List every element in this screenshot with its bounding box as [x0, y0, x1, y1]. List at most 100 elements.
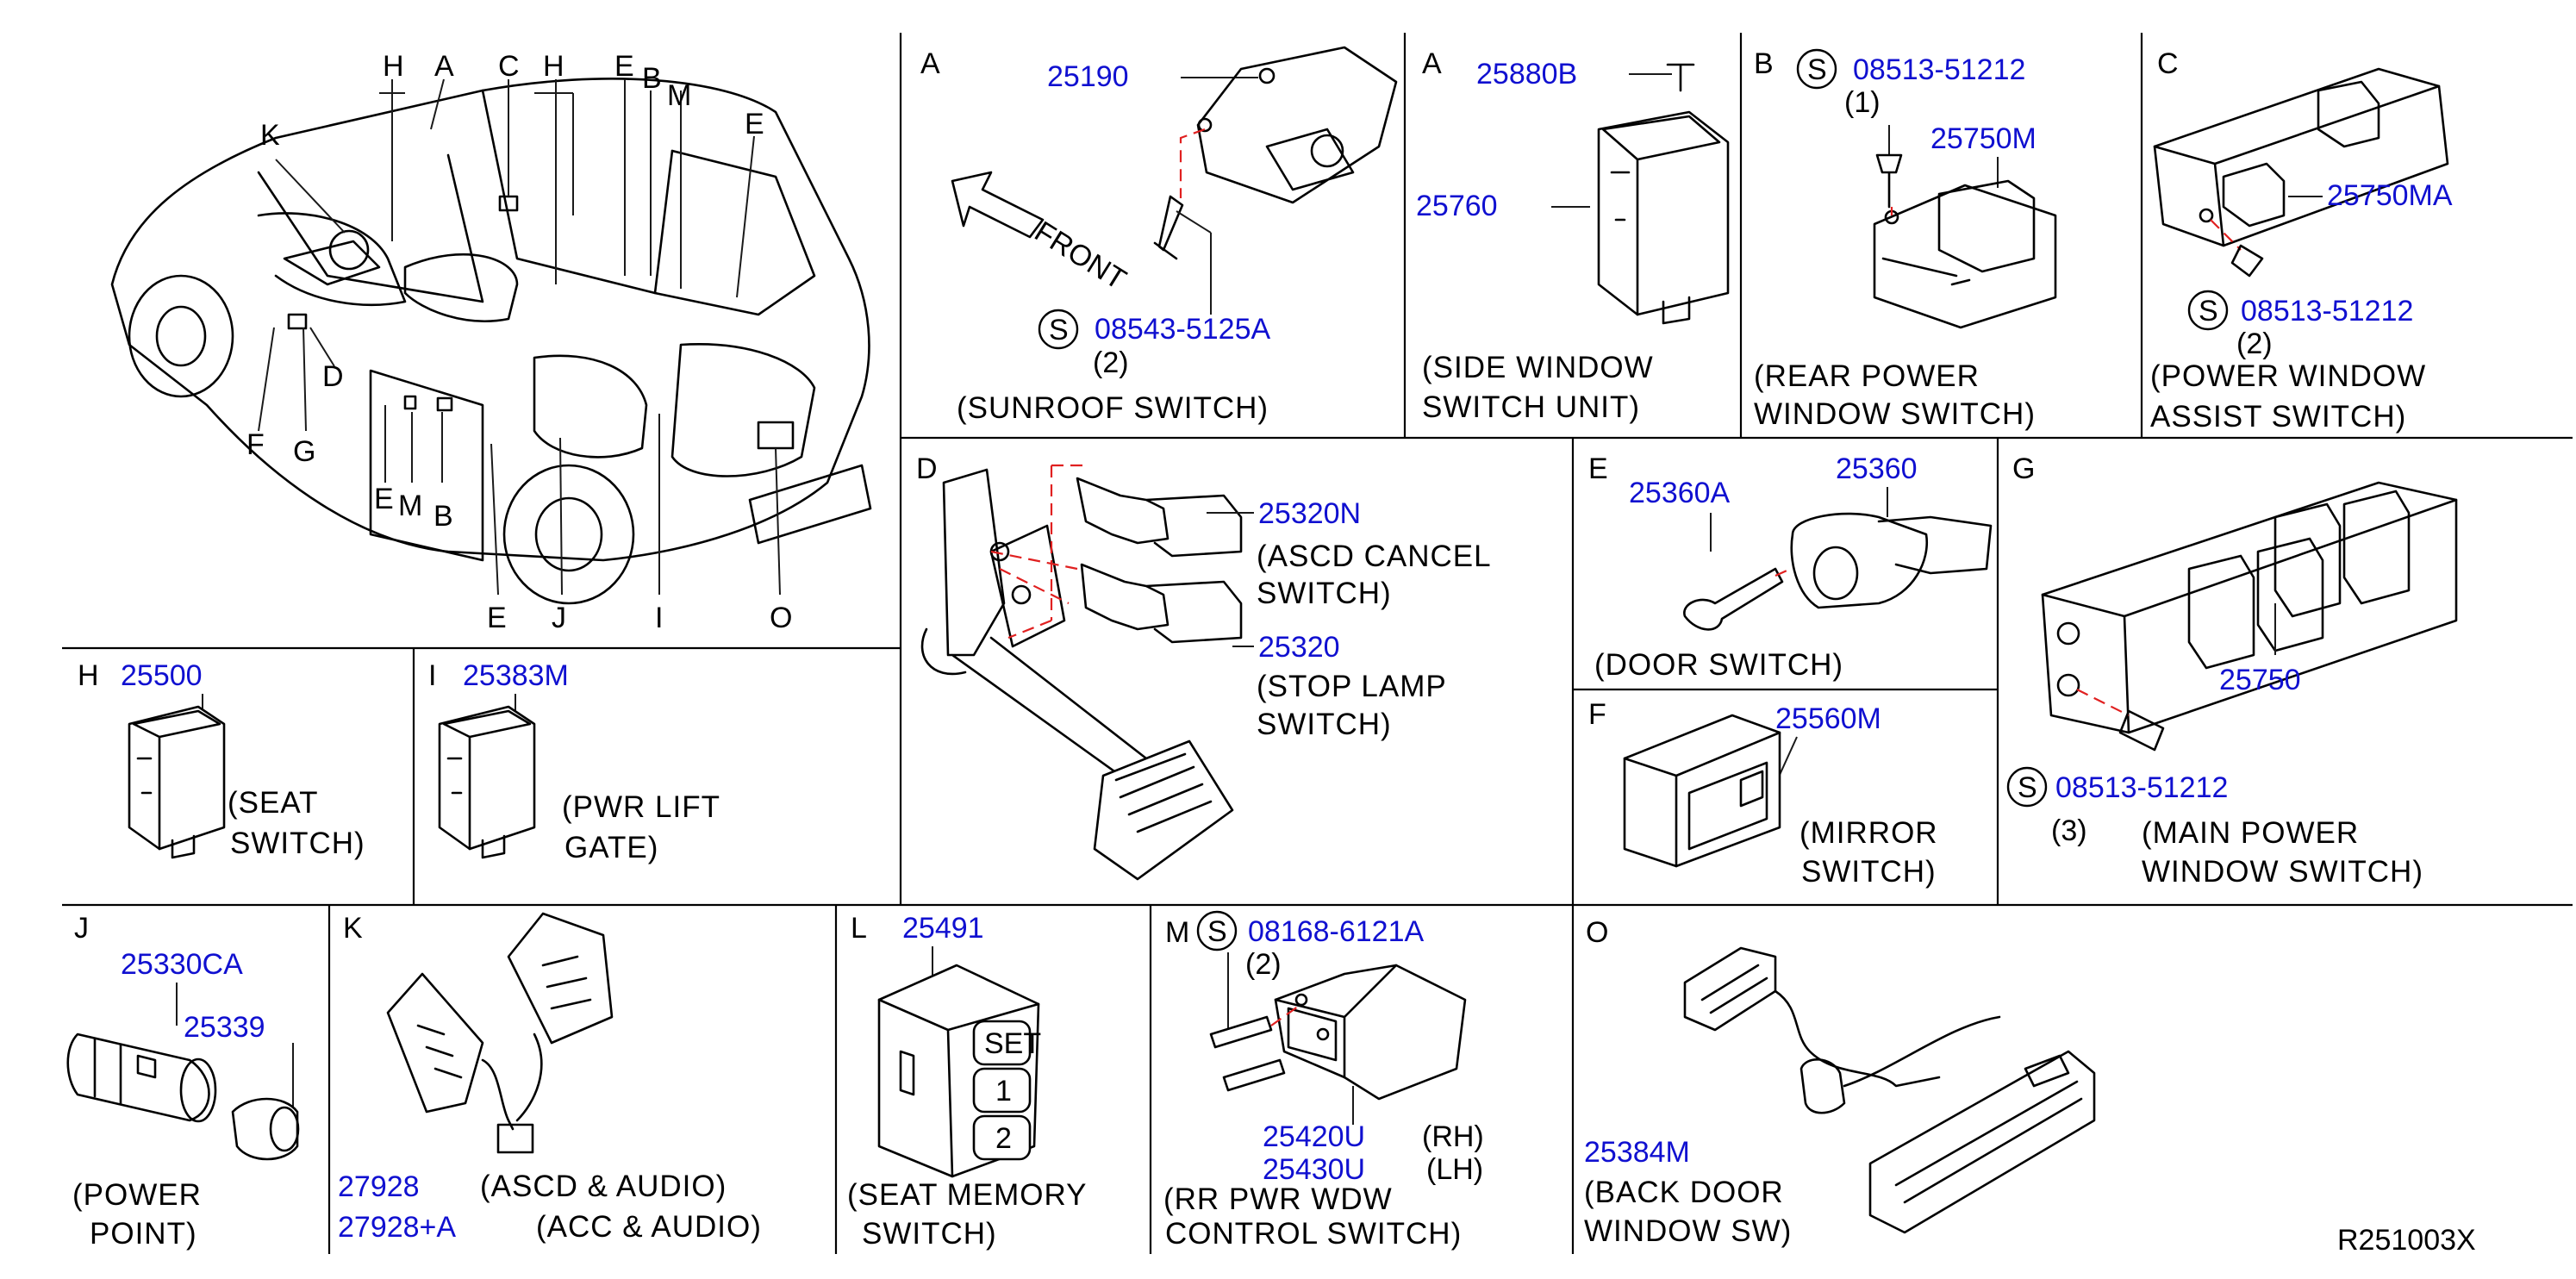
part-number-25320n: 25320N: [1258, 497, 1361, 530]
panel-l-seat-memory-switch: L 25491 SET 1 2 (SEAT MEMORY SWITCH): [847, 912, 1087, 1251]
memory-key-2: [972, 1114, 1032, 1161]
part-number-25330ca: 25330CA: [121, 948, 243, 981]
screw-icon: [2118, 709, 2165, 752]
panel-j-power-point: J 25330CA 25339 (POWER POINT): [66, 912, 300, 1251]
panel-a-sunroof-switch: A 25190 FRONT S 08543-5125A (2) (SUNROOF…: [920, 46, 1398, 425]
caption: (MAIN POWER: [2142, 816, 2359, 850]
caption: (ASCD & AUDIO): [480, 1170, 727, 1203]
screw-symbol-letter: S: [2199, 295, 2218, 328]
car-callout-b: B: [642, 62, 662, 95]
screw-icon: [1666, 63, 1695, 92]
screw-standard-symbol: [2006, 766, 2048, 808]
car-callout-o: O: [770, 602, 792, 634]
screw-icon: [2230, 244, 2264, 278]
panel-letter: A: [920, 47, 940, 80]
part-number-25491: 25491: [902, 912, 984, 945]
caption: (POWER WINDOW: [2150, 359, 2426, 393]
panel-letter: M: [1165, 916, 1189, 949]
caption: (STOP LAMP: [1257, 670, 1447, 703]
caption: SWITCH): [1257, 577, 1392, 610]
rear-power-window-switch: [1873, 184, 2057, 329]
car-callout-e: E: [745, 108, 764, 140]
part-number-08513-51212: 08513-51212: [1853, 53, 2025, 86]
screw-icon: [1875, 153, 1903, 209]
car-callout-m: M: [398, 490, 422, 522]
part-number-08513-51212: 08513-51212: [2241, 295, 2413, 328]
part-number-25420u: 25420U: [1263, 1120, 1365, 1153]
car-callout-k: K: [260, 119, 280, 152]
part-number-25339: 25339: [184, 1011, 265, 1044]
quantity: (2): [1093, 346, 1129, 379]
caption: (DOOR SWITCH): [1594, 648, 1843, 682]
rr-pwr-wdw-control-switch: [1274, 964, 1467, 1101]
panel-letter: O: [1586, 916, 1608, 949]
car-callout-e: E: [487, 602, 507, 634]
memory-key-1-label: 1: [995, 1075, 1012, 1107]
lift-gate-switch: [438, 705, 536, 851]
part-number-25500: 25500: [121, 659, 203, 692]
caption: (SIDE WINDOW: [1422, 351, 1654, 384]
ascd-cancel-switch: [1076, 477, 1243, 558]
car-callout-e: E: [374, 483, 394, 515]
panel-letter: J: [74, 912, 89, 945]
caption: (SEAT MEMORY: [847, 1178, 1087, 1212]
screw-symbol-letter: S: [1807, 53, 1827, 86]
car-callout-h: H: [543, 50, 564, 83]
part-number-08543-5125a: 08543-5125A: [1095, 313, 1271, 346]
power-point-socket: [66, 1033, 210, 1122]
connector-icon: [496, 1123, 534, 1154]
steering-switch-left: [386, 972, 484, 1114]
quantity: (1): [1844, 86, 1881, 119]
screw-icon: [1209, 1015, 1273, 1049]
diagram-reference-code: R251003X: [2337, 1224, 2476, 1257]
caption: (ASCD CANCEL: [1257, 540, 1492, 573]
panel-letter: K: [343, 912, 363, 945]
front-label: FRONT: [1029, 215, 1132, 296]
panel-letter: I: [428, 659, 436, 692]
panel-g-main-power-window-switch: G 25750 S 08513-51212 (3) (MAIN POWER WI…: [2006, 452, 2458, 889]
memory-key-2-label: 2: [995, 1122, 1012, 1155]
panel-a-side-window-switch: A 25880B 25760 (SIDE WINDOW SWITCH UNIT): [1416, 47, 1730, 424]
car-callout-f: F: [246, 428, 265, 461]
part-number-25383m: 25383M: [463, 659, 569, 692]
screw-symbol-letter: S: [1049, 314, 1069, 346]
part-number-25760: 25760: [1416, 190, 1498, 222]
quantity: (2): [1245, 948, 1282, 981]
screw-symbol-letter: S: [2018, 771, 2037, 804]
screw-icon: [1683, 567, 1784, 631]
panel-h-seat-switch: H 25500 (SEAT SWITCH): [78, 659, 365, 860]
caption: (PWR LIFT: [562, 790, 720, 824]
caption: (ACC & AUDIO): [536, 1210, 762, 1244]
part-number-25384m: 25384M: [1584, 1136, 1690, 1169]
panel-letter: H: [78, 659, 99, 692]
panel-letter: E: [1588, 452, 1608, 485]
memory-key-1: [972, 1067, 1032, 1114]
panel-k-ascd-audio-switch: K 27928 27928+A (ASCD & AUDIO) (ACC & AU…: [338, 912, 762, 1244]
part-number-25750ma: 25750MA: [2327, 179, 2453, 212]
part-number-27928: 27928: [338, 1170, 420, 1203]
quantity: (2): [2236, 328, 2273, 360]
caption: WINDOW SWITCH): [1754, 397, 2036, 431]
car-callout-g: G: [293, 435, 315, 468]
part-number-27928-a: 27928+A: [338, 1211, 456, 1244]
stop-lamp-switch: [1080, 563, 1243, 644]
panel-letter: F: [1588, 698, 1606, 731]
screw-standard-symbol: [2187, 290, 2229, 331]
car-callout-d: D: [322, 360, 344, 393]
sunroof-switch-bracket: [1196, 46, 1398, 204]
grommet-icon: [1799, 1058, 1846, 1114]
panel-d-ascd-stop-lamp-switch: D 25320N (ASCD CANCEL SWITCH) 25320 (STO…: [916, 452, 1492, 881]
car-callout-e: E: [614, 50, 634, 83]
part-number-08513-51212: 08513-51212: [2055, 771, 2228, 804]
part-number-25360a: 25360A: [1629, 477, 1731, 509]
screw-standard-symbol: [1196, 910, 1238, 951]
car-callout-b: B: [433, 500, 453, 533]
screw-standard-symbol: [1038, 309, 1079, 350]
side-window-switch: [1597, 110, 1730, 316]
part-number-25320: 25320: [1258, 631, 1340, 664]
panel-m-rr-pwr-wdw-control-switch: M S 08168-6121A (2) 25420U 25430U (RH) (…: [1163, 910, 1484, 1251]
part-number-25430u: 25430U: [1263, 1153, 1365, 1186]
caption: SWITCH UNIT): [1422, 390, 1640, 424]
caption: WINDOW SWITCH): [2142, 855, 2423, 889]
caption: WINDOW SW): [1584, 1214, 1792, 1248]
